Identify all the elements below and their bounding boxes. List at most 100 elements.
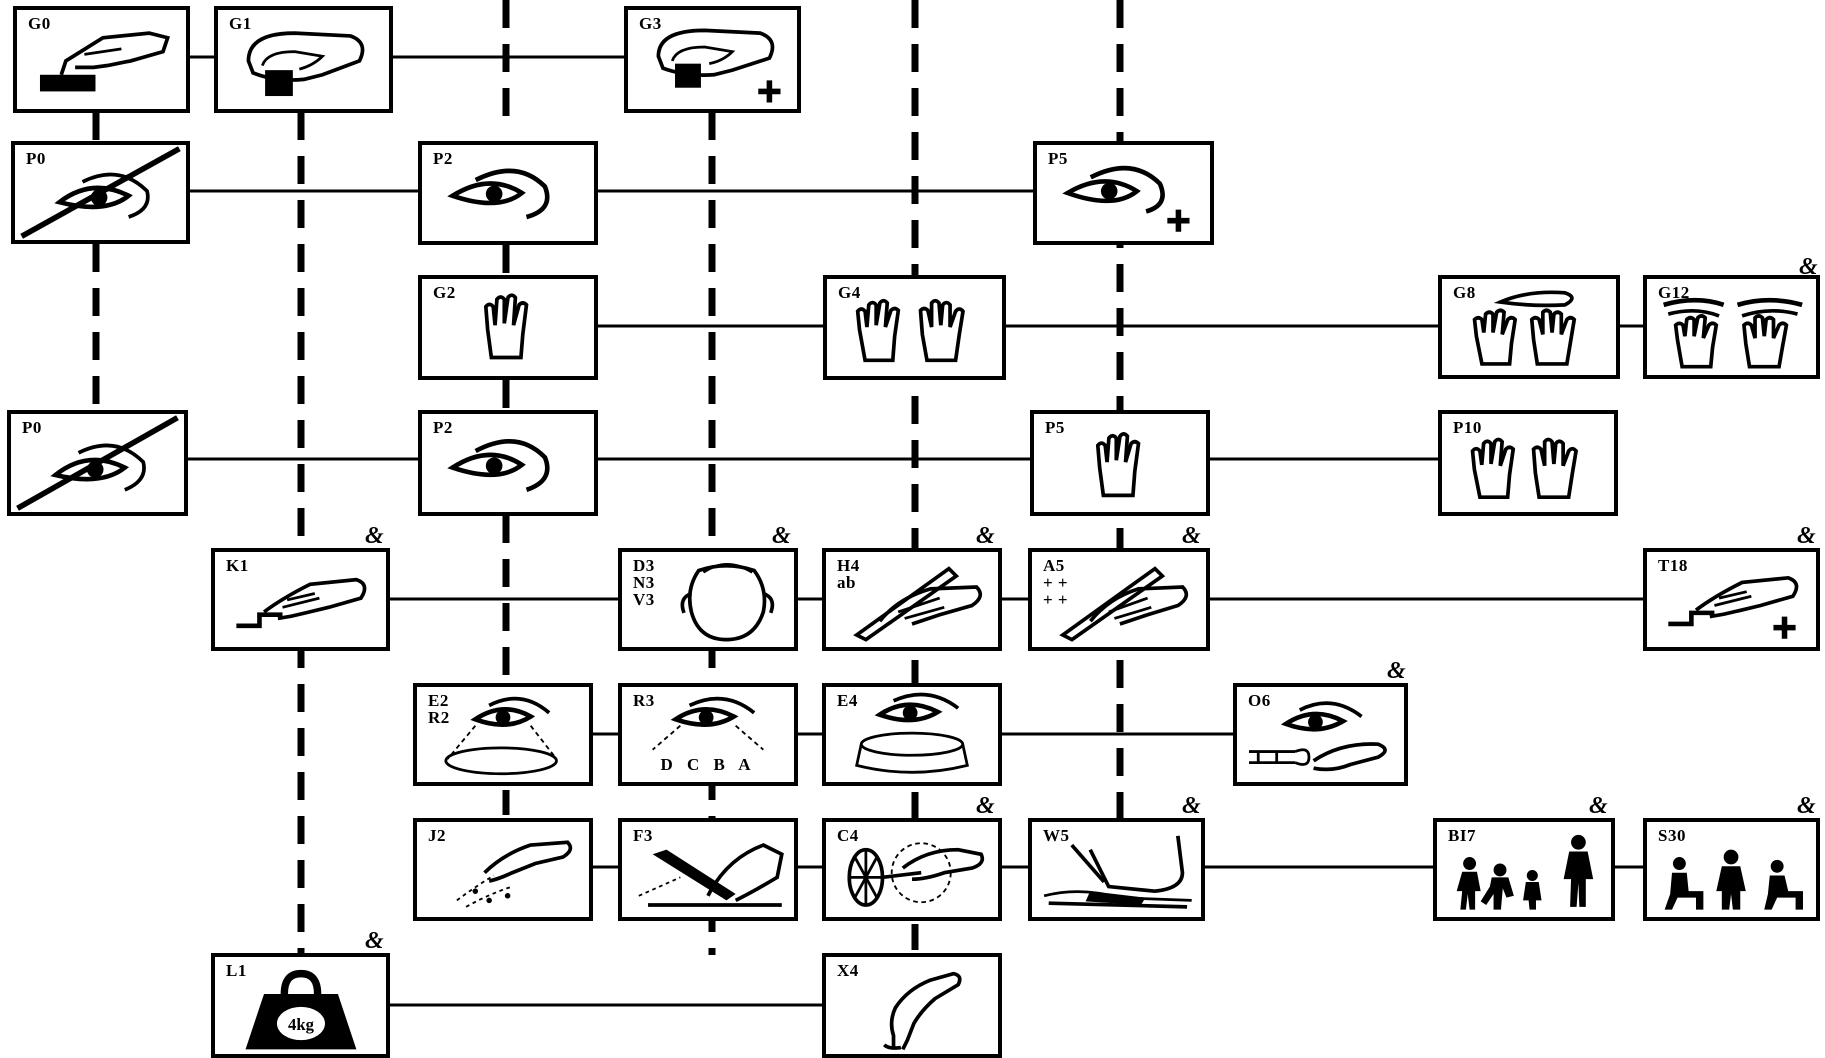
box-g12: G12 &	[1643, 255, 1820, 379]
eye-crossed-out-icon	[16, 415, 179, 511]
box-g2: G2	[418, 275, 598, 380]
box-label: T18	[1658, 556, 1688, 575]
box-label: A5 + + + +	[1043, 556, 1069, 609]
box-label: G1	[229, 14, 252, 33]
box-label: P5	[1048, 149, 1068, 168]
box-p0-bottom: P0	[7, 410, 188, 516]
box-f3: F3	[618, 818, 798, 921]
box-x4: X4	[822, 953, 1002, 1058]
box-label: R3	[633, 691, 655, 710]
box-g1: G1	[214, 6, 393, 113]
people-seated-icon	[1664, 849, 1803, 910]
hand-grasping-object-icon	[246, 31, 365, 97]
box-o6: O6 &	[1233, 659, 1408, 786]
box-d3: D3 N3 V3 &	[618, 524, 798, 651]
scale-labels: D C B A	[660, 755, 756, 774]
box-label: P0	[26, 149, 46, 168]
box-label: P2	[433, 418, 453, 437]
box-label: G3	[639, 14, 662, 33]
box-l1: L1 4kg &	[211, 929, 390, 1058]
hand-sprinkle-icon	[456, 840, 573, 908]
one-hand-icon	[483, 293, 529, 360]
box-k1: K1 &	[211, 524, 390, 651]
and-symbol: &	[1797, 793, 1816, 819]
box-label: E2 R2	[428, 691, 450, 727]
box-g3: G3	[624, 6, 801, 113]
box-label: G12	[1658, 283, 1690, 302]
and-symbol: &	[976, 523, 995, 549]
and-symbol: &	[772, 523, 791, 549]
box-p5-top: P5	[1033, 141, 1214, 245]
hand-pressing-button-icon	[39, 31, 171, 92]
box-g0: G0	[13, 6, 190, 113]
weight-icon: 4kg	[245, 969, 357, 1050]
eye-volume-icon	[855, 692, 969, 774]
foot-pedal-icon	[638, 843, 784, 907]
and-symbol: &	[1799, 254, 1818, 280]
box-w5: W5 &	[1028, 794, 1205, 921]
box-r3: R3 D C B A	[618, 683, 798, 786]
box-label: G2	[433, 283, 456, 302]
box-g8: G8	[1438, 275, 1620, 379]
box-label: K1	[226, 556, 249, 575]
hand-handle-plus-icon	[1668, 575, 1799, 639]
and-symbol: &	[365, 523, 384, 549]
and-symbol: &	[1182, 523, 1201, 549]
box-bi7: BI7 &	[1433, 794, 1615, 921]
eye-crossed-out-icon	[20, 146, 181, 239]
box-j2: J2	[413, 818, 593, 921]
dashed-lines	[92, 0, 1124, 955]
box-a5: A5 + + + + &	[1028, 524, 1210, 651]
and-symbol: &	[365, 928, 384, 954]
box-g4: G4	[823, 275, 1006, 380]
two-hands-with-object-icon	[1472, 290, 1577, 366]
eye-icon	[447, 439, 550, 493]
box-label: X4	[837, 961, 859, 980]
two-hands-icon	[855, 298, 965, 363]
and-symbol: &	[976, 793, 995, 819]
hand-writing-icon	[1059, 566, 1189, 642]
box-t18: T18 &	[1643, 524, 1820, 651]
box-e2: E2 R2	[413, 683, 593, 786]
weight-label: 4kg	[288, 1015, 315, 1034]
eye-key-hand-icon	[1249, 701, 1387, 772]
box-label: P2	[433, 149, 453, 168]
box-label: H4 ab	[837, 556, 860, 592]
people-walking-icon	[1456, 834, 1594, 910]
box-label: F3	[633, 826, 653, 845]
box-label: W5	[1043, 826, 1070, 845]
head-ears-icon	[680, 563, 775, 642]
box-label: P0	[22, 418, 42, 437]
box-label: BI7	[1448, 826, 1476, 845]
eye-icon	[447, 168, 550, 220]
box-label: O6	[1248, 691, 1271, 710]
foot-step-icon	[1043, 835, 1192, 909]
box-label: E4	[837, 691, 858, 710]
box-p2-top: P2	[418, 141, 598, 245]
box-label: C4	[837, 826, 859, 845]
box-label: J2	[428, 826, 446, 845]
and-symbol: &	[1589, 793, 1608, 819]
hand-wheel-icon	[847, 842, 985, 907]
box-s30: S30 &	[1643, 794, 1820, 921]
box-label: G0	[28, 14, 51, 33]
eye-scale-icon	[652, 696, 764, 751]
box-label: G8	[1453, 283, 1476, 302]
connector-lines	[188, 55, 1647, 1007]
eye-plus-icon	[1062, 165, 1190, 232]
hand-handle-icon	[236, 577, 367, 629]
box-p10: P10	[1438, 410, 1618, 516]
box-label: S30	[1658, 826, 1686, 845]
box-c4: C4 &	[822, 794, 1002, 921]
and-symbol: &	[1387, 658, 1406, 684]
box-p5-bottom: P5	[1030, 410, 1210, 516]
box-label: D3 N3 V3	[633, 556, 655, 609]
hand-pointing-down-icon	[882, 971, 962, 1051]
two-hands-icon	[1470, 437, 1579, 500]
box-h4: H4 ab &	[822, 524, 1002, 651]
box-label: L1	[226, 961, 247, 980]
eye-field-icon	[444, 696, 558, 776]
hand-writing-icon	[853, 566, 983, 642]
box-label: P10	[1453, 418, 1482, 437]
